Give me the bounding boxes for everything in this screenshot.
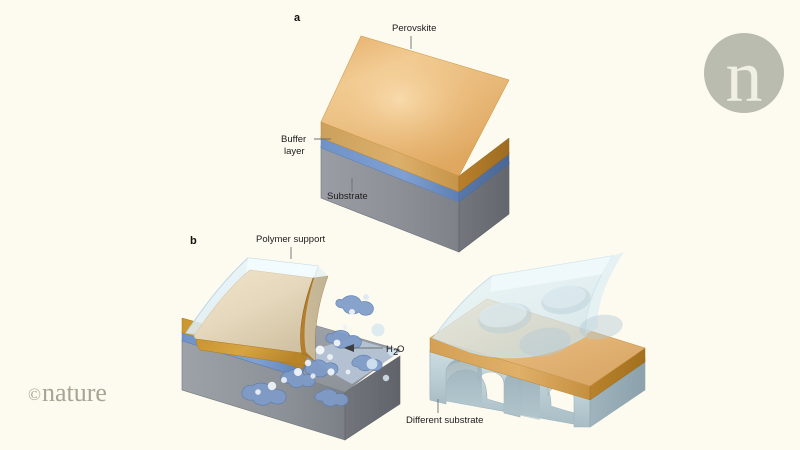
panel-a-buffer-layer <box>320 135 510 203</box>
substrate-label: Substrate <box>327 191 368 202</box>
nature-roundel-watermark: n <box>704 33 784 118</box>
perovskite-label: Perovskite <box>392 23 436 34</box>
perovskite-right-face <box>458 137 510 193</box>
buffer-layer-label-line1: Buffer <box>281 134 306 145</box>
water-label: H <box>386 344 393 355</box>
panel-a-callout-perovskite: Perovskite <box>392 23 436 49</box>
panel-b: b <box>181 234 646 441</box>
b-polymer-side-edge <box>304 266 328 362</box>
b-airborne-droplets <box>363 294 397 382</box>
droplet-5 <box>335 295 374 316</box>
panel-b-callout-different-substrate: Different substrate <box>406 399 483 426</box>
droplet-7 <box>314 388 349 407</box>
panel-a-callout-buffer: Buffer layer <box>281 134 331 157</box>
b2-well-highlights <box>479 285 586 328</box>
b2-polymer-sheet-lip <box>490 256 612 292</box>
water-label-subscript: 2 <box>393 347 398 358</box>
copyright-symbol: © <box>28 385 41 404</box>
nature-copyright-watermark: © nature <box>28 378 107 407</box>
perovskite-top-sheen <box>321 36 509 176</box>
water-arrow-head <box>344 344 354 352</box>
panel-a-label: a <box>294 12 301 24</box>
panel-a: a Perovskite Buffer <box>281 12 510 253</box>
b-water-bubbles <box>255 309 355 395</box>
nature-wordmark: nature <box>42 378 107 407</box>
panel-a-perovskite-layer <box>320 35 510 193</box>
polymer-support-label: Polymer support <box>256 234 326 245</box>
b2-polymer-sheet-side-edge <box>585 252 624 334</box>
panel-b-callout-polymer: Polymer support <box>256 234 326 259</box>
b2-arch-recess-1 <box>446 358 482 408</box>
water-label-suffix: O <box>397 344 404 355</box>
panel-a-callout-substrate: Substrate <box>327 178 368 202</box>
different-substrate-label: Different substrate <box>406 415 483 426</box>
panel-b-label: b <box>190 235 197 247</box>
panel-b-callout-water: H 2 O <box>344 344 404 358</box>
b2-polymer-support-sheet <box>432 252 624 359</box>
droplet-2 <box>280 369 316 388</box>
panel-b-transfer-block <box>429 252 646 428</box>
buffer-layer-label-line2: layer <box>284 146 305 157</box>
b-polymer-support-lip <box>246 258 318 282</box>
nature-roundel-letter: n <box>726 36 763 118</box>
